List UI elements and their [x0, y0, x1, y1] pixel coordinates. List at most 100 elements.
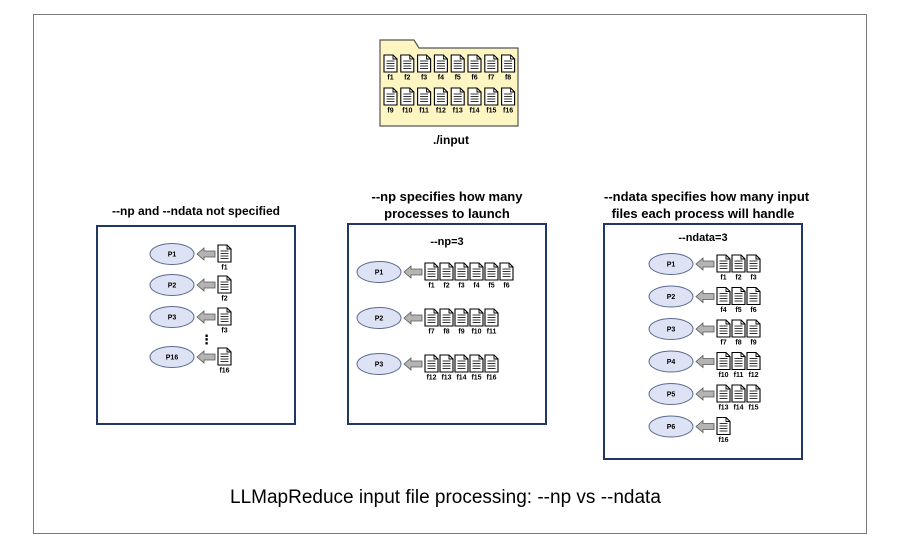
file-label: f14 — [733, 405, 743, 412]
file-icon: f1 — [217, 244, 232, 272]
process-label: P3 — [667, 327, 676, 334]
file-icon: f2 — [400, 54, 415, 82]
panel-default-ellipsis: ⋮ — [200, 332, 213, 347]
process-node: P1 — [648, 253, 694, 275]
process-node: P1 — [356, 261, 402, 283]
process-node: P2 — [356, 307, 402, 329]
arrow-left-icon — [695, 419, 715, 434]
process-node: P3 — [149, 306, 195, 328]
file-label: f4 — [720, 307, 726, 314]
file-label: f8 — [505, 75, 511, 82]
file-label: f16 — [486, 375, 496, 382]
file-label: f3 — [221, 328, 227, 335]
process-node: P1 — [149, 243, 195, 265]
file-icon: f5 — [731, 286, 746, 314]
file-icon: f6 — [499, 262, 514, 290]
file-icon: f14 — [454, 354, 469, 382]
file-icon: f10 — [400, 87, 415, 115]
process-label: P2 — [168, 283, 177, 290]
file-label: f12 — [748, 372, 758, 379]
file-label: f12 — [426, 375, 436, 382]
file-label: f13 — [718, 405, 728, 412]
process-node: P4 — [648, 350, 694, 373]
file-icon: f2 — [217, 275, 232, 303]
panel-np-box — [347, 223, 547, 425]
process-node: P3 — [356, 353, 402, 375]
arrow-left-icon — [695, 322, 715, 336]
file-label: f11 — [419, 108, 429, 115]
file-icon: f8 — [501, 54, 516, 82]
file-icon: f4 — [469, 262, 484, 290]
diagram-frame — [33, 14, 867, 534]
folder-icon — [379, 39, 519, 127]
file-icon: f13 — [716, 384, 731, 412]
file-label: f6 — [471, 75, 477, 82]
folder-label: ./input — [433, 133, 469, 147]
arrow-left-icon — [403, 357, 423, 371]
process-label: P1 — [667, 262, 676, 269]
file-label: f13 — [441, 375, 451, 382]
process-node: P2 — [149, 274, 195, 296]
file-icon: f7 — [484, 54, 499, 82]
process-node: P5 — [648, 383, 694, 405]
file-icon: f6 — [746, 286, 761, 314]
file-label: f7 — [428, 329, 434, 336]
process-node: P2 — [648, 285, 694, 308]
file-label: f1 — [387, 75, 393, 82]
file-label: f7 — [720, 340, 726, 347]
file-label: f2 — [221, 296, 227, 303]
file-icon: f4 — [716, 286, 731, 314]
file-icon: f16 — [217, 347, 232, 375]
file-icon: f14 — [731, 384, 746, 412]
process-label: P2 — [375, 316, 384, 323]
file-label: f7 — [488, 75, 494, 82]
file-label: f14 — [456, 375, 466, 382]
file-label: f2 — [443, 283, 449, 290]
arrow-left-icon — [196, 310, 216, 324]
file-icon: f5 — [450, 54, 465, 82]
diagram-caption: LLMapReduce input file processing: --np … — [230, 487, 661, 508]
file-label: f9 — [458, 329, 464, 336]
file-label: f16 — [503, 108, 513, 115]
file-label: f10 — [402, 108, 412, 115]
process-label: P1 — [168, 252, 177, 259]
file-label: f3 — [458, 283, 464, 290]
file-icon: f1 — [424, 262, 439, 290]
file-label: f6 — [750, 307, 756, 314]
process-label: P3 — [168, 315, 177, 322]
file-icon: f13 — [439, 354, 454, 382]
file-icon: f2 — [439, 262, 454, 290]
file-label: f16 — [219, 368, 229, 375]
file-icon: f1 — [716, 254, 731, 282]
panel-ndata-box — [603, 223, 803, 460]
file-icon: f16 — [501, 87, 516, 115]
arrow-left-icon — [196, 350, 216, 364]
file-label: f6 — [503, 283, 509, 290]
file-icon: f16 — [716, 416, 731, 444]
file-label: f16 — [718, 437, 728, 444]
panel-ndata-title-line1: --ndata specifies how many input — [604, 189, 810, 204]
file-icon: f3 — [746, 254, 761, 282]
file-icon: f15 — [746, 384, 761, 412]
arrow-left-icon — [196, 278, 216, 292]
panel-ndata-subtitle: --ndata=3 — [678, 232, 728, 244]
file-icon: f6 — [467, 54, 482, 82]
file-icon: f12 — [746, 351, 761, 379]
file-label: f12 — [436, 108, 446, 115]
file-label: f15 — [486, 108, 496, 115]
file-icon: f5 — [484, 262, 499, 290]
file-label: f8 — [443, 329, 449, 336]
file-label: f9 — [387, 108, 393, 115]
arrow-left-icon — [403, 265, 423, 279]
file-icon: f8 — [439, 308, 454, 336]
file-icon: f12 — [424, 354, 439, 382]
file-icon: f15 — [469, 354, 484, 382]
file-label: f3 — [750, 275, 756, 282]
process-label: P6 — [667, 424, 676, 431]
process-label: P16 — [166, 355, 179, 362]
file-icon: f10 — [469, 308, 484, 336]
file-icon: f10 — [716, 351, 731, 379]
